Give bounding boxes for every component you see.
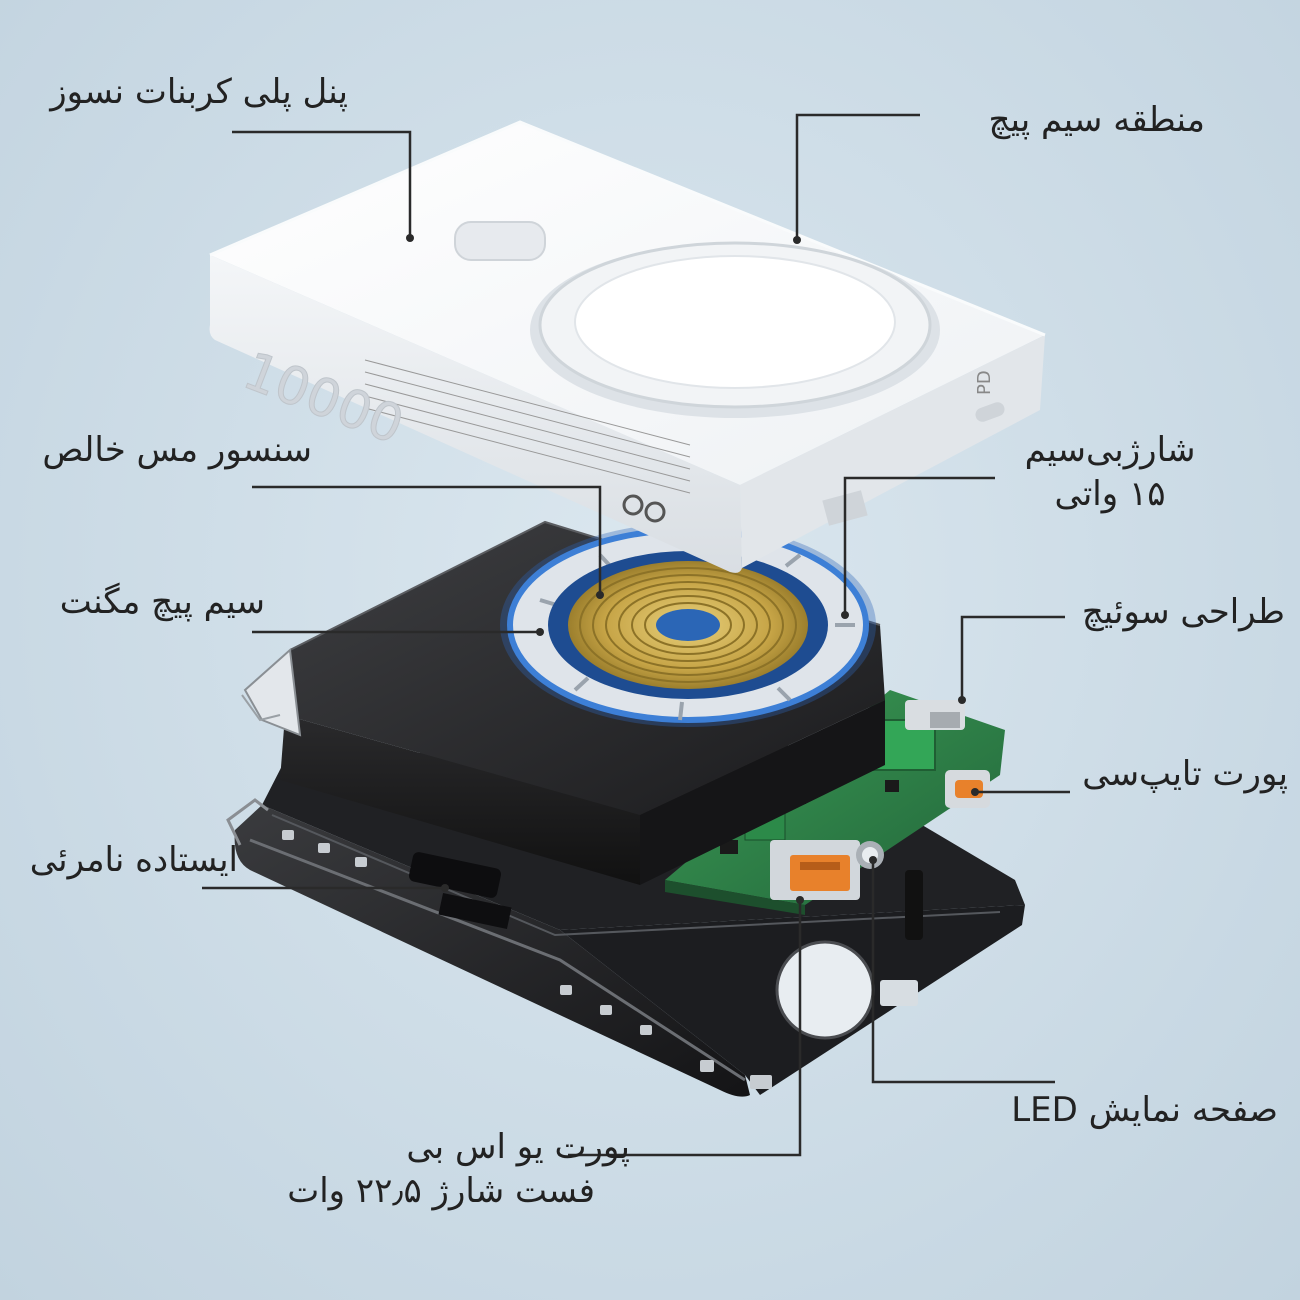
label-usb-port-line1: پورت یو اس بی [406, 1127, 630, 1167]
label-wireless-charge-line1: شارژ‌بی‌سیم [1024, 430, 1196, 470]
leader-polycarbonate [232, 130, 412, 238]
label-typec-port: پورت تایپ‌سی [1082, 754, 1288, 794]
pd-text: PD [974, 370, 995, 395]
label-switch-design: طراحی سوئیچ [1081, 592, 1285, 632]
label-usb-port-line2: فست شارژ ۲۲٫۵ وات [287, 1171, 595, 1212]
leader-copper-sensor [252, 485, 602, 595]
label-led-display: صفحه نمایش LED [1011, 1090, 1278, 1130]
label-hidden-stand: ایستاده نامرئی [29, 840, 238, 880]
label-usb-port: پورت یو اس بی فست شارژ ۲۲٫۵ وات [287, 1125, 630, 1213]
leader-lines [202, 113, 1070, 1157]
leader-switch-design [960, 615, 1065, 700]
label-polycarbonate-panel: پنل پلی کربنات نسوز [50, 72, 348, 112]
leader-dots [406, 234, 979, 904]
label-magnet-coil: سیم پیچ مگنت [59, 582, 265, 622]
leader-wireless-charge [843, 476, 995, 615]
label-wireless-charge: شارژ‌بی‌سیم ۱۵ واتی [1010, 428, 1210, 516]
leader-coil-area [795, 113, 920, 240]
leader-usb [568, 900, 802, 1157]
magnet-coil-assembly [500, 523, 876, 727]
leader-led [871, 860, 1055, 1084]
label-wireless-charge-line2: ۱۵ واتی [1054, 474, 1166, 515]
top-panel [209, 120, 1046, 573]
label-coil-area: منطقه سیم پیچ [988, 100, 1205, 140]
label-copper-sensor: سنسور مس خالص [42, 430, 312, 470]
